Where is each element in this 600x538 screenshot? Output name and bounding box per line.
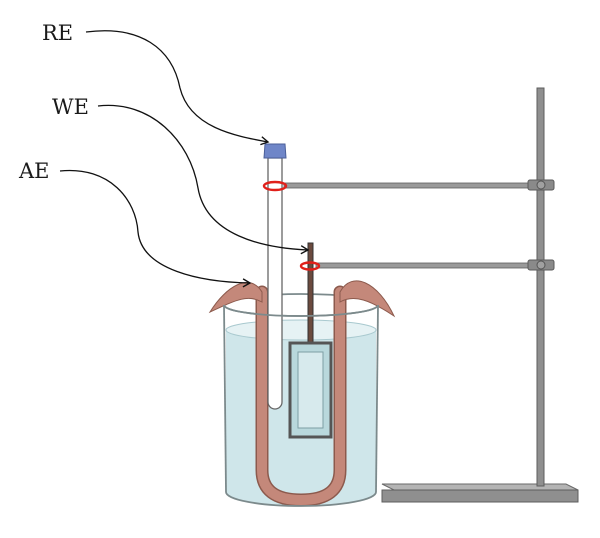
we-leader-arrow	[97, 104, 310, 255]
reference-electrode	[262, 143, 288, 410]
reference-electrode-cap	[263, 143, 287, 159]
working-electrode-sample	[297, 351, 324, 429]
reference-clamp-ring	[262, 180, 288, 192]
stand-base	[381, 483, 579, 503]
re-label: RE	[42, 21, 73, 45]
lower-clamp-arm	[315, 259, 555, 271]
electrolyte-surface	[225, 319, 377, 341]
working-electrode	[288, 242, 333, 439]
re-leader-arrow	[85, 30, 270, 146]
ae-label: AE	[18, 159, 50, 183]
beaker	[223, 304, 379, 507]
stand-rod	[536, 87, 545, 487]
ae-leader-arrow	[59, 169, 252, 288]
working-clamp-ring	[299, 261, 321, 271]
upper-clamp-arm	[283, 179, 555, 191]
we-label: WE	[52, 95, 89, 119]
